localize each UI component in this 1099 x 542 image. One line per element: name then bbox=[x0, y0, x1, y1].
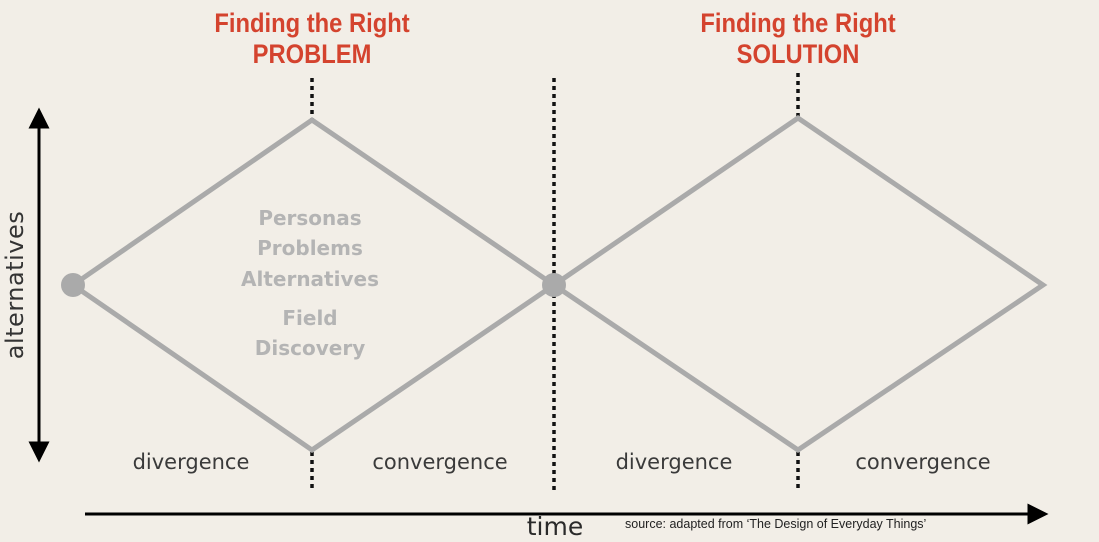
solution-divergence-label: divergence bbox=[615, 450, 733, 474]
item-discovery: Discovery bbox=[254, 336, 366, 360]
problem-title-line1: Finding the Right bbox=[214, 8, 410, 38]
solution-title: Finding the Right SOLUTION bbox=[666, 8, 930, 70]
solution-convergence-label: convergence bbox=[855, 450, 991, 474]
midpoint-node bbox=[542, 273, 566, 297]
problem-convergence-label: convergence bbox=[372, 450, 508, 474]
solution-title-line1: Finding the Right bbox=[700, 8, 896, 38]
item-personas: Personas bbox=[258, 206, 362, 230]
item-field: Field bbox=[282, 306, 338, 330]
item-problems: Problems bbox=[257, 236, 363, 260]
source-caption: source: adapted from ‘The Design of Ever… bbox=[625, 517, 927, 531]
y-axis-label: alternatives bbox=[1, 210, 29, 360]
solution-diamond bbox=[549, 114, 1048, 454]
x-axis-label: time bbox=[526, 512, 584, 541]
problem-title: Finding the Right PROBLEM bbox=[180, 8, 444, 70]
problem-title-line2: PROBLEM bbox=[252, 39, 372, 69]
problem-divergence-label: divergence bbox=[132, 450, 250, 474]
solution-title-line2: SOLUTION bbox=[736, 39, 860, 69]
start-node bbox=[61, 273, 85, 297]
item-alternatives: Alternatives bbox=[241, 267, 379, 291]
